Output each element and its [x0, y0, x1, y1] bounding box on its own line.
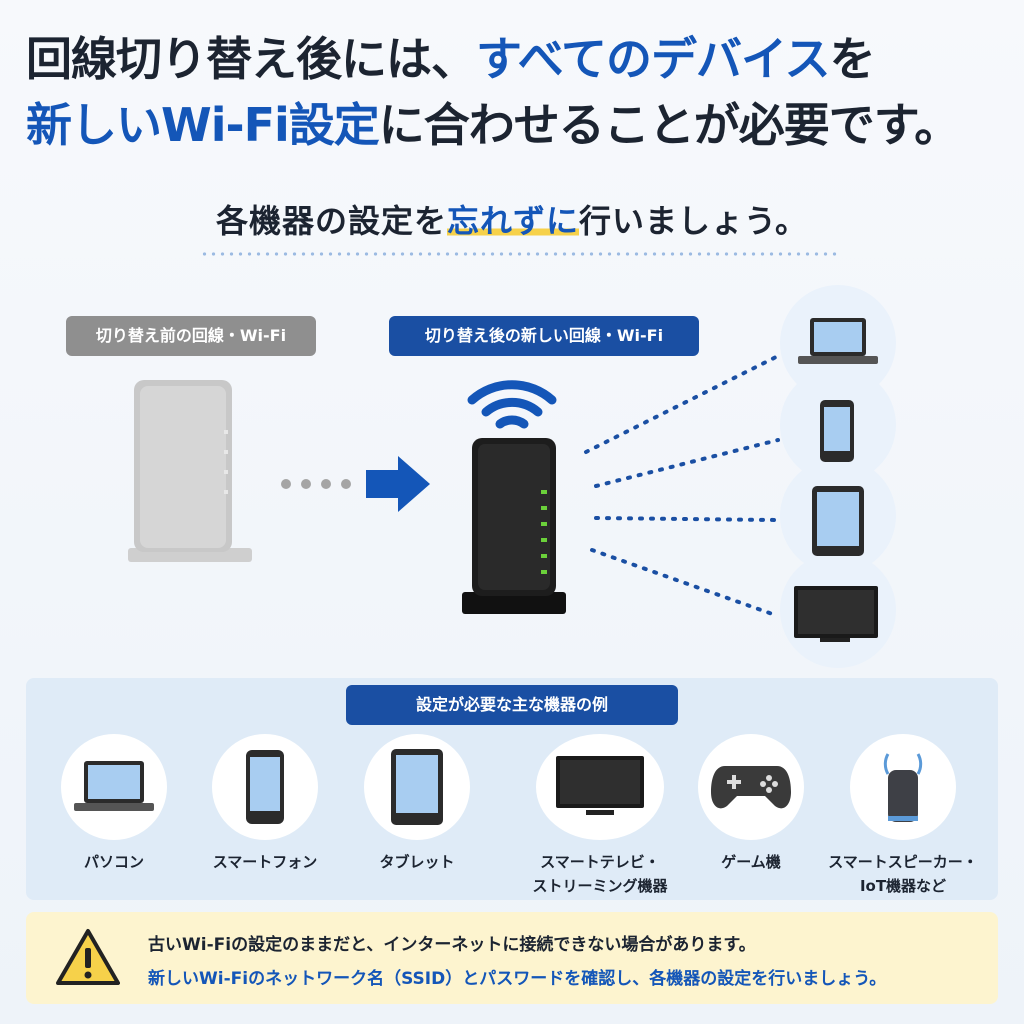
tablet-icon: [812, 486, 864, 556]
device-pc: パソコン: [39, 734, 189, 874]
diagram-scene: [128, 285, 896, 668]
headline-line-1: 回線切り替え後には、すべてのデバイスを: [26, 32, 876, 86]
arrow-right-icon: [366, 456, 430, 512]
warning-box: 古いWi-Fiの設定のままだと、インターネットに接続できない場合があります。 新…: [26, 912, 998, 1004]
warning-line-1: 古いWi-Fiの設定のままだと、インターネットに接続できない場合があります。: [148, 935, 756, 955]
old-router-icon: [128, 380, 252, 562]
subheading: 各機器の設定を忘れずに行いましょう。: [215, 202, 809, 240]
new-network-label: 切り替え後の新しい回線・Wi-Fi: [389, 316, 699, 356]
tv-icon: [556, 756, 644, 815]
wifi-icon: [467, 380, 557, 429]
old-network-label: 切り替え前の回線・Wi-Fi: [66, 316, 316, 356]
laptop-icon: [74, 761, 154, 811]
device-smartphone: スマートフォン: [190, 734, 340, 874]
tv-icon: [794, 586, 878, 642]
smartphone-icon: [820, 400, 854, 462]
device-tablet: タブレット: [342, 734, 492, 874]
device-game-console: ゲーム機: [676, 734, 826, 874]
signal-lines: [584, 354, 780, 618]
smart-speaker-icon: [883, 753, 923, 822]
headline-line-2: 新しいWi-Fi設定に合わせることが必要です。: [26, 98, 960, 152]
device-smart-speaker: スマートスピーカー・ IoT機器など: [828, 734, 978, 898]
highlight-text: 忘れずに: [446, 202, 579, 240]
device-smart-tv: スマートテレビ・ ストリーミング機器: [512, 734, 688, 898]
new-router-icon: [462, 438, 566, 614]
gamepad-icon: [711, 766, 791, 809]
connector-dots: [281, 479, 351, 489]
laptop-icon: [798, 318, 878, 364]
headline: 回線切り替え後には、すべてのデバイスを 新しいWi-Fi設定に合わせることが必要…: [26, 26, 1006, 158]
examples-title: 設定が必要な主な機器の例: [346, 685, 678, 725]
dotted-divider: [200, 252, 840, 256]
warning-icon: [56, 929, 120, 985]
smartphone-icon: [246, 750, 284, 824]
tablet-icon: [391, 749, 443, 825]
warning-line-2: 新しいWi-Fiのネットワーク名（SSID）とパスワードを確認し、各機器の設定を…: [148, 969, 887, 989]
